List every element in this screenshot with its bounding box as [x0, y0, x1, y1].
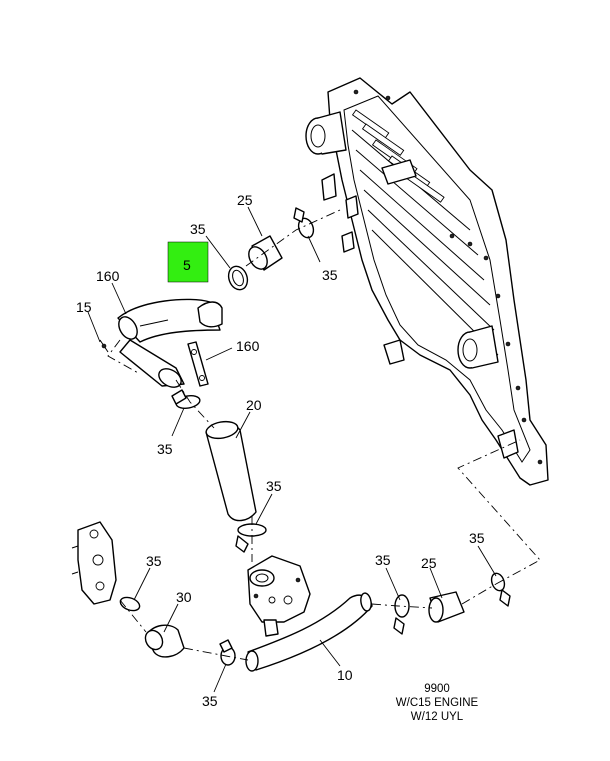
hose-clamp-mid [235, 523, 267, 553]
tube-bracket-160 [187, 341, 209, 387]
note-line-1: 9900 [424, 683, 450, 695]
callout-25-top[interactable]: 25 [237, 192, 253, 208]
callout-30[interactable]: 30 [176, 589, 192, 605]
thermostat-housing [71, 521, 117, 605]
elbow-hose-5 [197, 301, 223, 328]
hose-clamp-upper [227, 265, 249, 291]
hose-clamp-mid-left [171, 389, 201, 409]
upper-tube-160 [117, 298, 221, 388]
hose-clamp-low-left [119, 596, 141, 612]
highlight-box [167, 241, 209, 283]
hose-sleeve-25-low [428, 591, 465, 623]
callout-5[interactable]: 5 [183, 257, 191, 273]
callout-160-left[interactable]: 160 [96, 268, 120, 284]
hose-clamp-low-mid [393, 594, 410, 635]
leader-lines [87, 206, 497, 693]
assembly-center-lines [107, 209, 541, 661]
callout-160-right[interactable]: 160 [236, 338, 260, 354]
callout-35-bottom[interactable]: 35 [202, 693, 218, 709]
hose-sleeve-25-top [248, 235, 283, 271]
hose-clamp-bottom [219, 639, 236, 666]
callout-35-top-right[interactable]: 35 [322, 267, 338, 283]
callout-15[interactable]: 15 [76, 299, 92, 315]
callout-35-low-left[interactable]: 35 [146, 553, 162, 569]
lower-tube-10 [245, 592, 373, 672]
hose-clamp-upper-right [293, 207, 315, 239]
callout-35-mid-left[interactable]: 35 [157, 441, 173, 457]
elbow-hose-30 [144, 624, 185, 658]
note-line-2: W/C15 ENGINE [396, 697, 479, 709]
callout-35-top-left[interactable]: 35 [190, 221, 206, 237]
callout-35-low-mid[interactable]: 35 [375, 552, 391, 568]
callout-35-low-right[interactable]: 35 [469, 530, 485, 546]
note-line-3: W/12 UYL [411, 711, 464, 723]
callout-10[interactable]: 10 [337, 667, 353, 683]
callout-25-low[interactable]: 25 [421, 555, 437, 571]
hose-clamp-low-right [490, 572, 511, 607]
callout-20[interactable]: 20 [246, 397, 262, 413]
callout-35-mid[interactable]: 35 [266, 478, 282, 494]
bolt-15 [99, 339, 109, 353]
pump-assembly [247, 555, 311, 637]
hose-20 [205, 420, 257, 522]
charge-air-cooler [305, 77, 549, 486]
